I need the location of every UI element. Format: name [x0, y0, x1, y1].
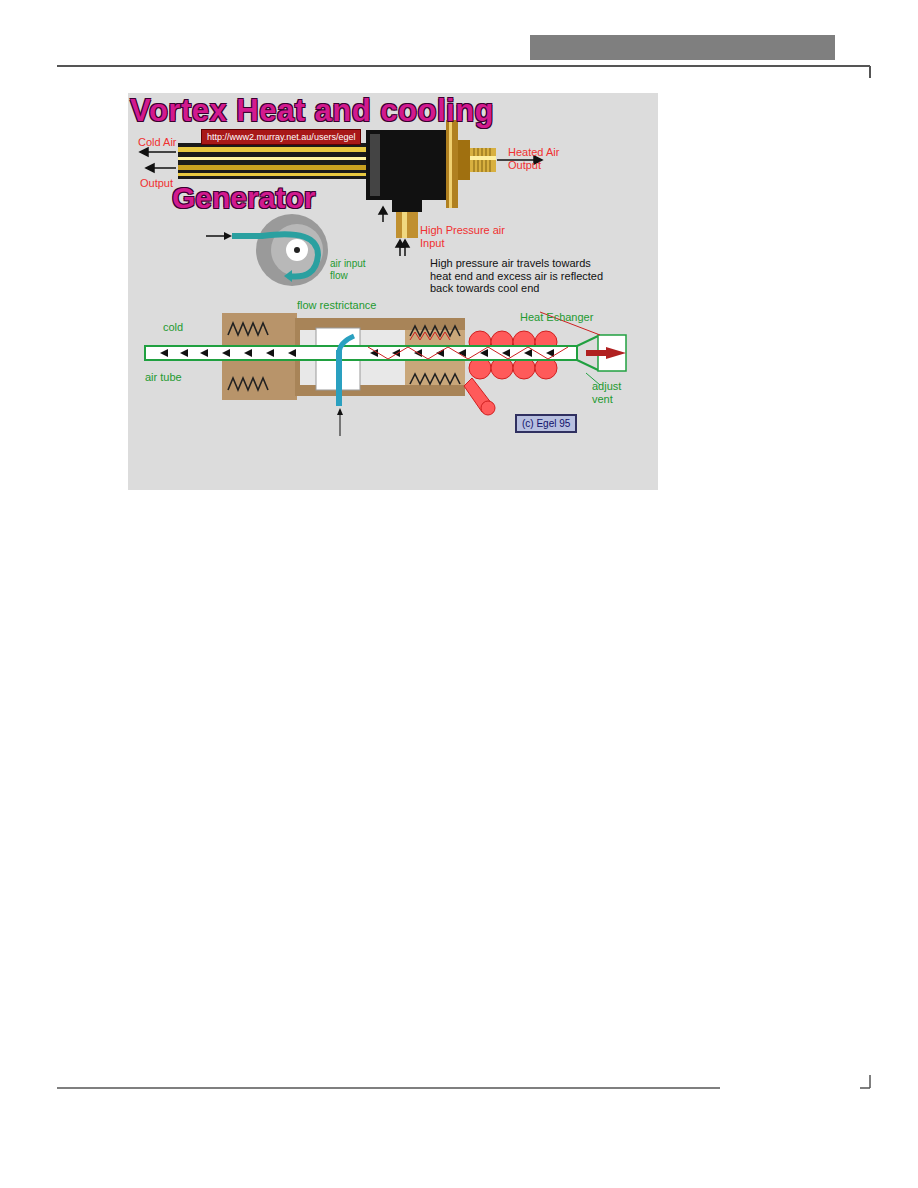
- part-label: air tube: [145, 371, 182, 384]
- box-text: (c) Egel 95: [522, 418, 570, 429]
- flow-label: Heated Air Output: [508, 146, 570, 171]
- title-part: Generator: [172, 181, 315, 216]
- flow-label: High Pressure air Input: [420, 224, 520, 249]
- box-text: http://www2.murray.net.au/users/egel: [207, 132, 355, 142]
- flow-label: Cold Air: [138, 136, 177, 149]
- copyright-box: (c) Egel 95: [515, 414, 577, 433]
- note: High pressure air travels towards heat e…: [430, 257, 608, 295]
- part-label: cold: [163, 321, 183, 334]
- flow-label: Output: [140, 177, 173, 190]
- diagram-title: Vortex Heat and cooling: [130, 93, 494, 129]
- url-box: http://www2.murray.net.au/users/egel: [201, 129, 361, 145]
- header-bar: [530, 35, 835, 60]
- part-label: Heat Echanger: [520, 311, 593, 324]
- part-label: adjust vent: [592, 380, 632, 405]
- part-label: flow restrictance: [297, 299, 376, 312]
- part-label: air input flow: [330, 258, 376, 281]
